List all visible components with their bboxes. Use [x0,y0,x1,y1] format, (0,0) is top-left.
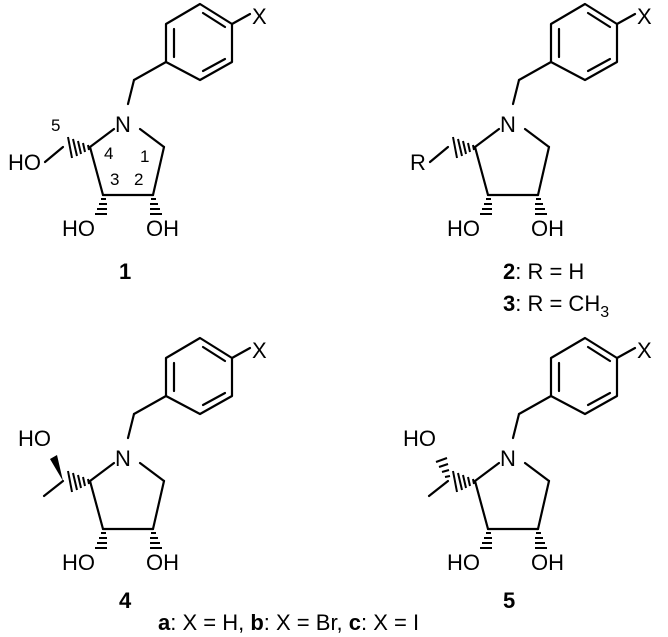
bond-n-to-c1 [523,127,551,149]
aromatic-inner-bond [201,345,227,363]
bond-ring-to-x [615,12,637,26]
aromatic-inner-bond [201,11,227,29]
substituent-legend: a: X = H, b: X = Br, c: X = I [158,610,419,635]
hydroxyl-label: HO [447,550,480,575]
benzene-ring-2 [549,2,619,82]
hashed-bond-c3-oh [480,532,492,549]
hashed-bond-c2-oh [535,198,547,215]
bond-c4-to-n [473,461,501,483]
bond-n-to-c1 [138,461,166,483]
bond-c5-to-o [43,145,65,164]
atom-number-1: 1 [140,147,149,166]
substituent-x-label: X [252,4,267,29]
substituent-x-label: X [252,338,267,363]
nitrogen-label: N [500,112,516,137]
bond-c5-to-r [428,145,450,164]
compound-4-structure: X N HO HO OH 4 [18,336,267,613]
compound-number: 1 [119,259,131,284]
hashed-bond-c2-oh [150,532,162,549]
bond-ring-to-x [615,346,637,360]
hydroxyl-label: OH [531,550,564,575]
bond-c5-to-methyl [42,479,65,498]
hashed-bond-c3-oh [95,532,107,549]
hashed-bond-c4-c5 [452,470,475,493]
benzene-ring-4 [164,336,234,416]
hydroxyl-label: HO [447,216,480,241]
compound-5-structure: X N HO [403,336,652,613]
atom-number-4: 4 [104,144,113,163]
bond-c3-to-c4 [88,479,105,531]
bond-ch2-to-n [511,78,521,106]
nitrogen-label: N [115,112,131,137]
bond-ch2-to-n [511,412,521,440]
compound-2-caption: 2: R = H [503,259,584,284]
bond-ch2-to-n [126,412,136,440]
aromatic-inner-bond [586,57,612,73]
atom-number-2: 2 [134,170,143,189]
bond-c1-to-c2 [536,145,551,197]
aromatic-inner-bond [586,11,612,29]
hydroxyl-label: HO [18,426,51,451]
atom-number-3: 3 [110,170,119,189]
bond-n-to-c1 [138,127,166,149]
wedge-bond-c5-oh [50,455,63,481]
bond-c3-to-c4 [473,479,490,531]
benzene-ring-5 [549,336,619,416]
aromatic-inner-bond [586,345,612,363]
hydroxyl-label: HO [62,550,95,575]
bond-c5-to-methyl [427,479,450,498]
bond-c3-to-c4 [473,145,490,197]
nitrogen-label: N [115,446,131,471]
bond-c1-to-c2 [536,479,551,531]
hydroxyl-label: HO [8,150,41,175]
bond-ring-to-x [230,346,252,360]
aromatic-inner-bond [586,391,612,407]
bond-c4-to-n [88,461,116,483]
bond-ring-to-ch2 [132,394,168,416]
substituent-r-label: R [410,150,426,175]
benzene-ring-1 [164,2,234,82]
hashed-bond-c4-c5 [452,136,475,159]
hydroxyl-label: OH [531,216,564,241]
hydroxyl-label: HO [403,426,436,451]
hashed-bond-c4-c5 [67,136,90,159]
hydroxyl-label: HO [62,216,95,241]
bond-ring-to-ch2 [517,394,553,416]
hashed-bond-c2-oh [535,532,547,549]
hashed-bond-c2-oh [150,198,162,215]
aromatic-inner-bond [201,57,227,73]
substituent-x-label: X [637,338,652,363]
compound-1-structure: X N HO [8,2,267,284]
bond-ring-to-x [230,12,252,26]
substituent-x-label: X [637,4,652,29]
bond-n-to-c1 [523,461,551,483]
aromatic-inner-bond [201,391,227,407]
hydroxyl-label: OH [146,550,179,575]
compound-3-caption: 3: R = CH3 [503,291,609,321]
bond-ch2-to-n [126,78,136,106]
bond-c3-to-c4 [88,145,105,197]
hashed-bond-c5-oh [435,457,451,478]
hashed-bond-c3-oh [480,198,492,215]
bond-ring-to-ch2 [132,60,168,82]
bond-c1-to-c2 [151,145,166,197]
compound-number: 4 [119,588,132,613]
bond-ring-to-ch2 [517,60,553,82]
bond-c4-to-n [473,127,501,149]
hashed-bond-c3-oh [95,198,107,215]
bond-c1-to-c2 [151,479,166,531]
atom-number-5: 5 [51,116,60,135]
compound-2-3-structure: X N R HO OH 2: R = [410,2,652,321]
hydroxyl-label: OH [146,216,179,241]
nitrogen-label: N [500,446,516,471]
bond-c4-to-n [88,127,116,149]
compound-number: 5 [503,588,515,613]
hashed-bond-c4-c5 [67,470,90,493]
